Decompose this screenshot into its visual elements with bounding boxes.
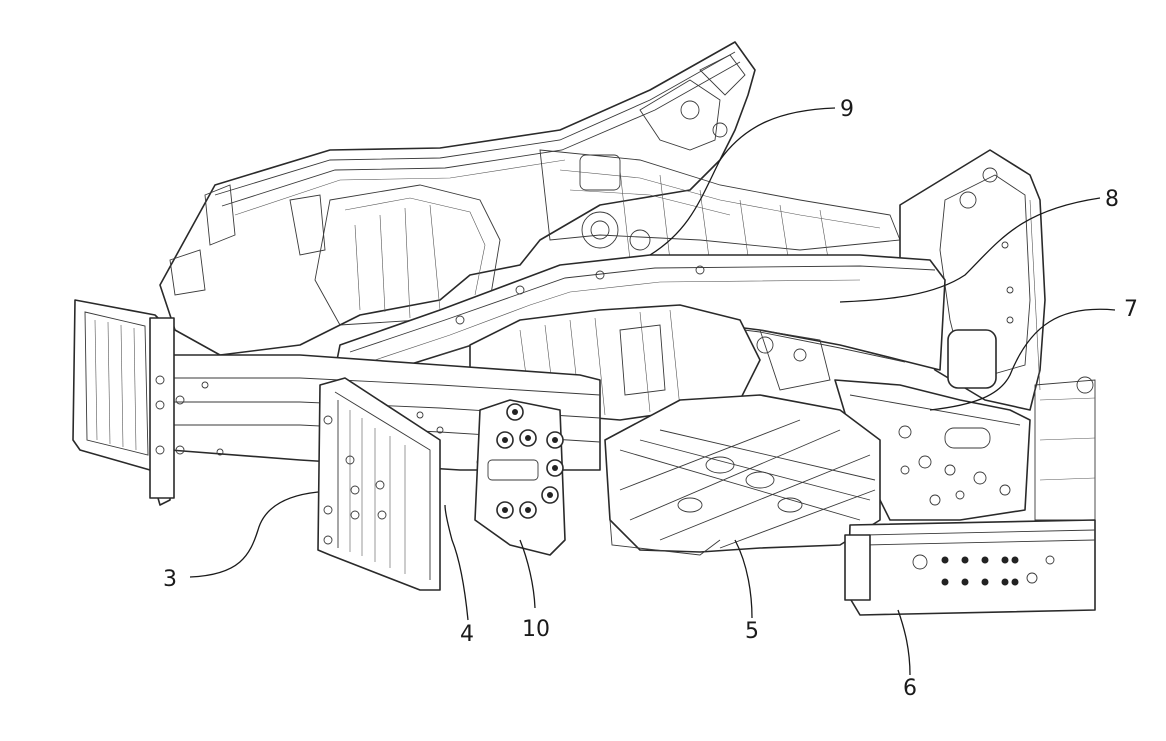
callout-9: 9 xyxy=(840,97,854,122)
mount-plate xyxy=(474,399,566,556)
callout-4: 4 xyxy=(460,622,474,647)
leader-lines xyxy=(189,107,1116,676)
callout-3: 3 xyxy=(163,567,177,592)
leader-8 xyxy=(839,197,1101,303)
leader-5 xyxy=(734,539,753,619)
callout-8: 8 xyxy=(1105,187,1119,212)
callout-7: 7 xyxy=(1124,297,1138,322)
leader-6 xyxy=(897,609,911,676)
crash-box-bracket xyxy=(317,377,441,591)
leader-4 xyxy=(444,504,469,621)
callout-5: 5 xyxy=(745,619,759,644)
leader-7 xyxy=(929,308,1116,411)
callout-labels: 3 4 10 5 6 7 8 9 xyxy=(163,97,1138,701)
callout-10: 10 xyxy=(522,617,550,642)
leader-9 xyxy=(649,107,836,256)
leader-3 xyxy=(189,491,319,578)
side-sill-beam xyxy=(844,519,1096,616)
bumper-end-plate-left xyxy=(72,299,185,506)
leader-10 xyxy=(519,539,536,609)
mount-bolts xyxy=(496,403,564,519)
callout-6: 6 xyxy=(903,676,917,701)
lattice-subframe xyxy=(604,394,881,556)
